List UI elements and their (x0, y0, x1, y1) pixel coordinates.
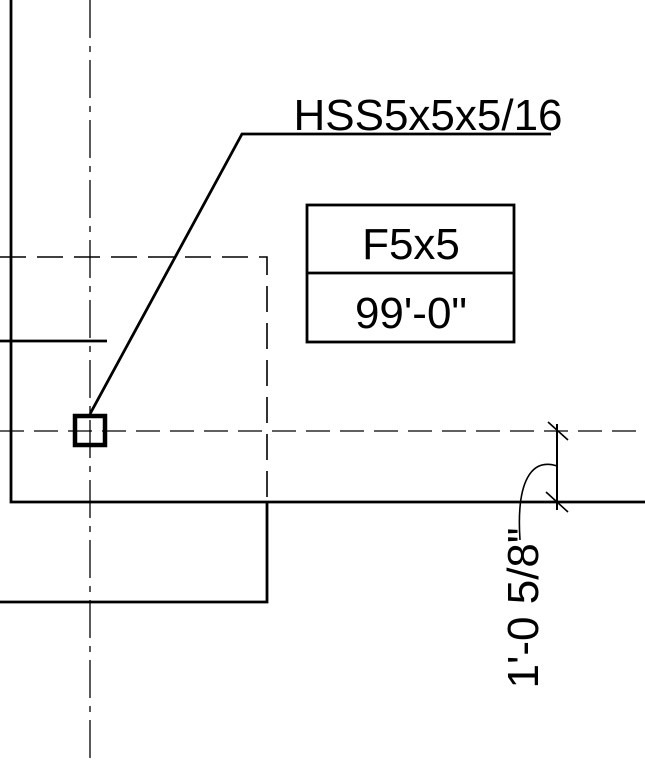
dimension-text-leader (518, 463, 558, 541)
dimension-tick-top (547, 421, 569, 441)
member-tag-label: HSS5x5x5/16 (293, 91, 562, 140)
footing-mark-label: F5x5 (362, 220, 460, 269)
footing-return-line (0, 502, 269, 604)
hss-column-symbol (72, 413, 108, 448)
dimension-tick-bottom (545, 491, 569, 513)
slab-edge-outline (9, 0, 645, 504)
dimension-value-label: 1'-0 5/8" (499, 527, 548, 688)
footing-mark-box: F5x5 99'-0" (305, 203, 516, 344)
member-tag-leader (88, 132, 551, 415)
footing-elevation-label: 99'-0" (355, 289, 467, 338)
footing-outline-hidden (0, 256, 268, 500)
